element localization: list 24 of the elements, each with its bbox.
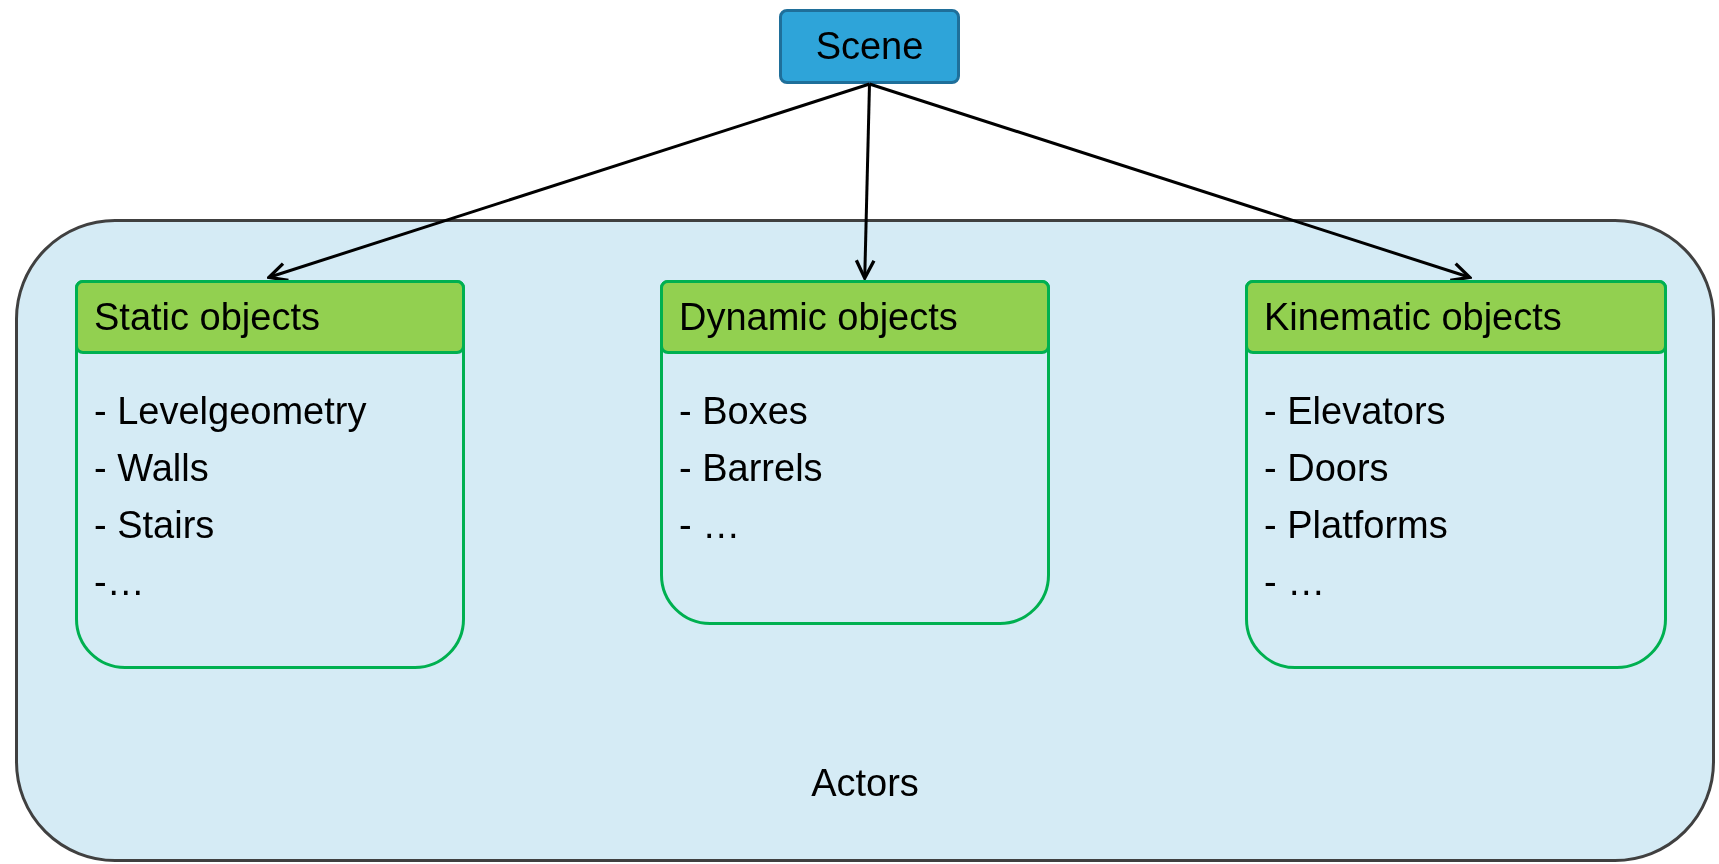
list-item: - Walls <box>94 446 209 491</box>
arrow <box>869 82 1472 282</box>
list-item: - Boxes <box>679 389 808 434</box>
list-item: - Elevators <box>1264 389 1446 434</box>
list-item: - Barrels <box>679 446 823 491</box>
list-item: - Levelgeometry <box>94 389 367 434</box>
card-header: Kinematic objects <box>1245 280 1667 354</box>
category-card <box>75 280 465 669</box>
list-item: - Platforms <box>1264 503 1448 548</box>
category-card <box>1245 280 1667 669</box>
card-header: Static objects <box>75 280 465 354</box>
category-card <box>660 280 1050 625</box>
arrow <box>854 83 876 280</box>
arrow <box>267 82 870 282</box>
scene-box <box>779 9 960 84</box>
list-item: - Doors <box>1264 446 1389 491</box>
group-container <box>15 219 1715 862</box>
group-label: Actors <box>810 762 920 805</box>
card-header: Dynamic objects <box>660 280 1050 354</box>
list-item: - … <box>679 503 741 548</box>
list-item: - … <box>1264 560 1326 605</box>
list-item: - Stairs <box>94 503 215 548</box>
node-title: Scene <box>815 25 924 68</box>
list-item: -… <box>94 560 145 605</box>
